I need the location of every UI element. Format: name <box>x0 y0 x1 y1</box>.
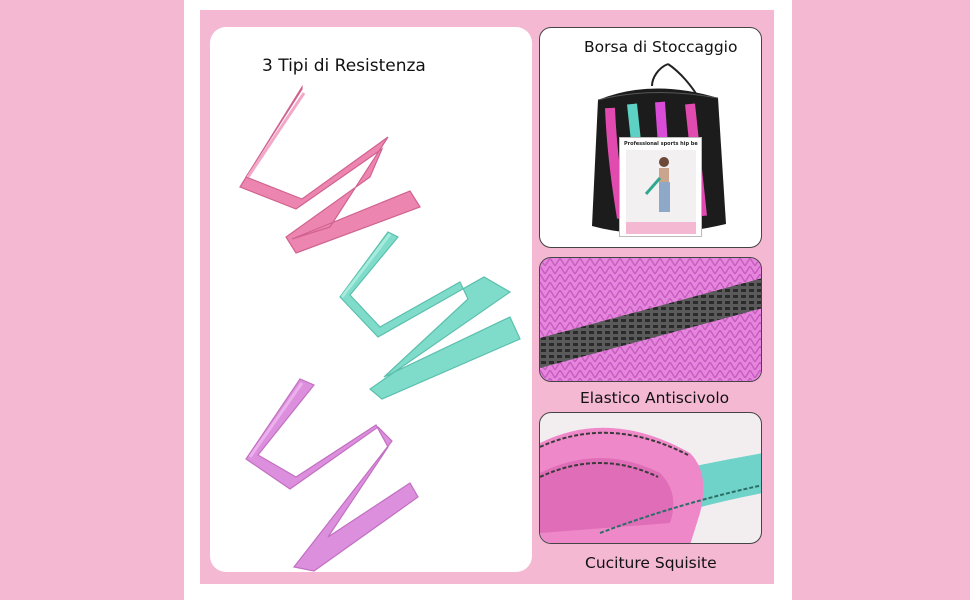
stitching-image <box>540 427 761 543</box>
purple-band-image <box>245 378 419 572</box>
stitching-title: Cuciture Squisite <box>585 554 717 572</box>
stitching-panel <box>539 412 762 544</box>
teal-band-image <box>339 231 521 400</box>
booklet-card: Professional sports hip belt <box>619 137 702 237</box>
pink-band-image <box>239 84 421 254</box>
main-title: 3 Tipi di Resistenza <box>262 56 426 76</box>
booklet-text: Professional sports hip belt <box>624 141 698 147</box>
knit-texture-image <box>540 258 761 381</box>
anti-slip-title: Elastico Antiscivolo <box>580 389 730 407</box>
anti-slip-panel <box>539 257 762 382</box>
athlete-photo <box>626 150 696 234</box>
storage-bag-title: Borsa di Stoccaggio <box>584 38 738 56</box>
resistance-bands-illustration <box>239 84 521 572</box>
